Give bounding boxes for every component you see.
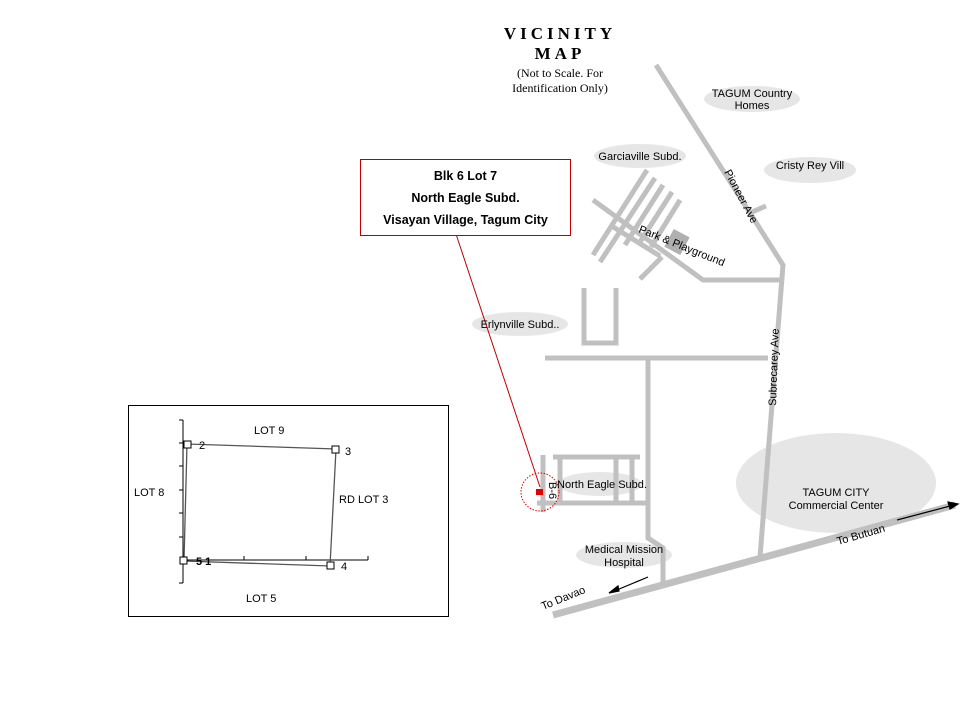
area-tagum-country — [704, 86, 800, 112]
area-erlynville — [472, 312, 568, 336]
area-medical — [576, 542, 672, 568]
map-subtitle: (Not to Scale. For Identification Only) — [480, 66, 640, 96]
label-medical-1: Medical Mission — [585, 544, 663, 556]
arrow-to-butuan — [896, 504, 955, 521]
area-ellipses — [472, 86, 936, 568]
subtitle-line-2: Identification Only) — [512, 81, 608, 95]
label-cristy-rey: Cristy Rey Vill — [776, 160, 844, 172]
location-callout: Blk 6 Lot 7 North Eagle Subd. Visayan Vi… — [360, 159, 571, 236]
label-erlynville: Erlynville Subd.. — [481, 319, 560, 331]
label-north-eagle: North Eagle Subd. — [557, 479, 647, 491]
map-title: VICINITY MAP — [480, 24, 640, 64]
callout-pointer — [455, 233, 541, 488]
area-commercial — [736, 433, 936, 533]
label-commercial-2: Commercial Center — [789, 500, 884, 512]
callout-address: Visayan Village, Tagum City — [383, 213, 548, 227]
area-north-eagle — [558, 472, 642, 496]
callout-block-lot: Blk 6 Lot 7 — [433, 169, 498, 183]
label-garciaville: Garciaville Subd. — [598, 151, 681, 163]
location-marker — [536, 489, 543, 495]
location-circle — [520, 472, 560, 512]
label-subrecarey-ave: Subrecarey Ave — [767, 328, 782, 406]
label-b6: B-6 — [546, 482, 558, 499]
area-garciaville — [594, 144, 686, 168]
callout-subdivision: North Eagle Subd. — [411, 191, 520, 205]
road-pioneer — [653, 63, 786, 558]
road-highway — [552, 501, 956, 619]
label-pioneer-ave: Pioneer Ave — [721, 168, 759, 226]
park-block — [664, 228, 690, 256]
title-line-1: VICINITY — [503, 24, 617, 43]
label-tagum-country-1: TAGUM Country — [712, 88, 793, 100]
area-cristy-rey — [764, 157, 856, 183]
subtitle-line-1: (Not to Scale. For — [517, 66, 603, 80]
label-medical-2: Hospital — [604, 557, 644, 569]
direction-arrows — [608, 501, 960, 594]
label-tagum-country-2: Homes — [735, 100, 770, 112]
roads — [537, 63, 956, 619]
title-line-2: MAP — [534, 44, 586, 63]
lot-plan-box — [128, 405, 449, 617]
label-commercial-1: TAGUM CITY — [802, 487, 870, 499]
